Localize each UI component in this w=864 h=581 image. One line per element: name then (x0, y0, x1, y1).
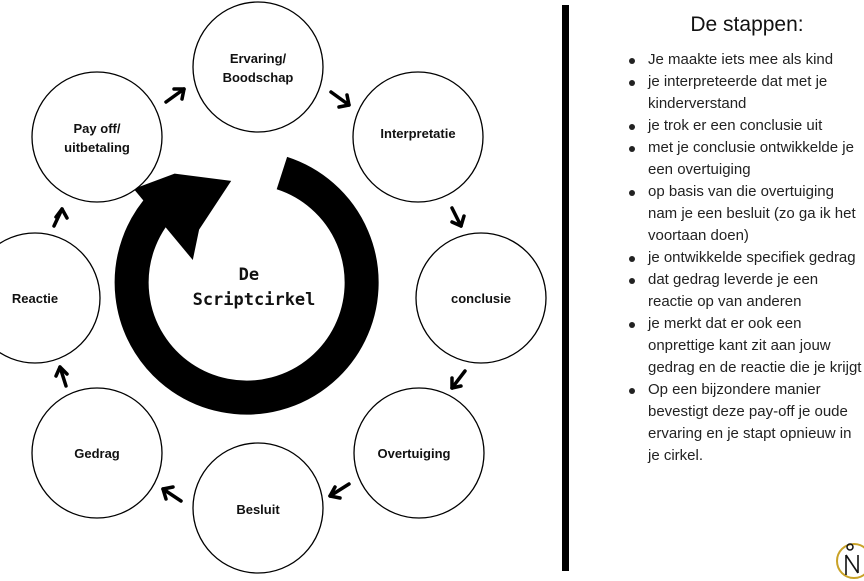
arrow-besluit-to-gedrag (161, 485, 183, 503)
node-pay-off: Pay off/uitbetaling (31, 71, 163, 203)
vertical-divider (562, 5, 569, 571)
node-reactie: Reactie (0, 232, 101, 364)
svg-text:Ervaring/Boodschap: Ervaring/Boodschap (223, 51, 294, 85)
svg-text:Reactie: Reactie (12, 291, 58, 306)
brand-logo-icon (836, 543, 864, 579)
node-interpretatie: Interpretatie (352, 71, 484, 203)
steps-panel: De stappen: Je maakte iets mee als kind … (600, 0, 864, 576)
arrow-reactie-to-pay-off (52, 207, 69, 228)
center-title: De Scriptcirkel (193, 265, 316, 310)
node-besluit: Besluit (192, 442, 324, 574)
node-conclusie: conclusie (415, 232, 547, 364)
svg-text:Gedrag: Gedrag (74, 446, 120, 461)
svg-text:Interpretatie: Interpretatie (380, 126, 455, 141)
list-item: met je conclusie ontwikkelde je een over… (629, 137, 864, 181)
list-item: dat gedrag leverde je een reactie op van… (629, 269, 864, 313)
arrow-ervaring-to-interpretatie (329, 90, 351, 109)
list-item: Je maakte iets mee als kind (629, 49, 864, 71)
steps-title: De stappen: (690, 13, 804, 36)
svg-text:Besluit: Besluit (236, 502, 280, 517)
list-item: je interpreteerde dat met je kinderverst… (629, 71, 864, 115)
arrow-pay-off-to-ervaring (164, 87, 186, 104)
svg-text:Overtuiging: Overtuiging (378, 446, 451, 461)
node-gedrag: Gedrag (31, 387, 163, 519)
list-item: je ontwikkelde specifiek gedrag (629, 247, 864, 269)
arrow-conclusie-to-overtuiging (450, 369, 467, 390)
script-cycle-diagram: De Scriptcirkel Ervaring/Boodschap Inter… (0, 1, 547, 574)
list-item: je merkt dat er ook een onprettige kant … (629, 313, 864, 379)
list-item: op basis van die overtuiging nam je een … (629, 181, 864, 247)
arrow-overtuiging-to-besluit (328, 482, 351, 500)
node-overtuiging: Overtuiging (353, 387, 485, 519)
svg-text:conclusie: conclusie (451, 291, 511, 306)
arrow-interpretatie-to-conclusie (450, 206, 466, 228)
steps-list: Je maakte iets mee als kind je interpret… (629, 49, 864, 467)
arrow-gedrag-to-reactie (54, 365, 69, 388)
circular-arrow (114, 156, 379, 415)
list-item: je trok er een conclusie uit (629, 115, 864, 137)
list-item: Op een bijzondere manier bevestigt deze … (629, 379, 864, 467)
svg-text:Pay off/uitbetaling: Pay off/uitbetaling (64, 121, 130, 155)
node-ervaring: Ervaring/Boodschap (192, 1, 324, 133)
